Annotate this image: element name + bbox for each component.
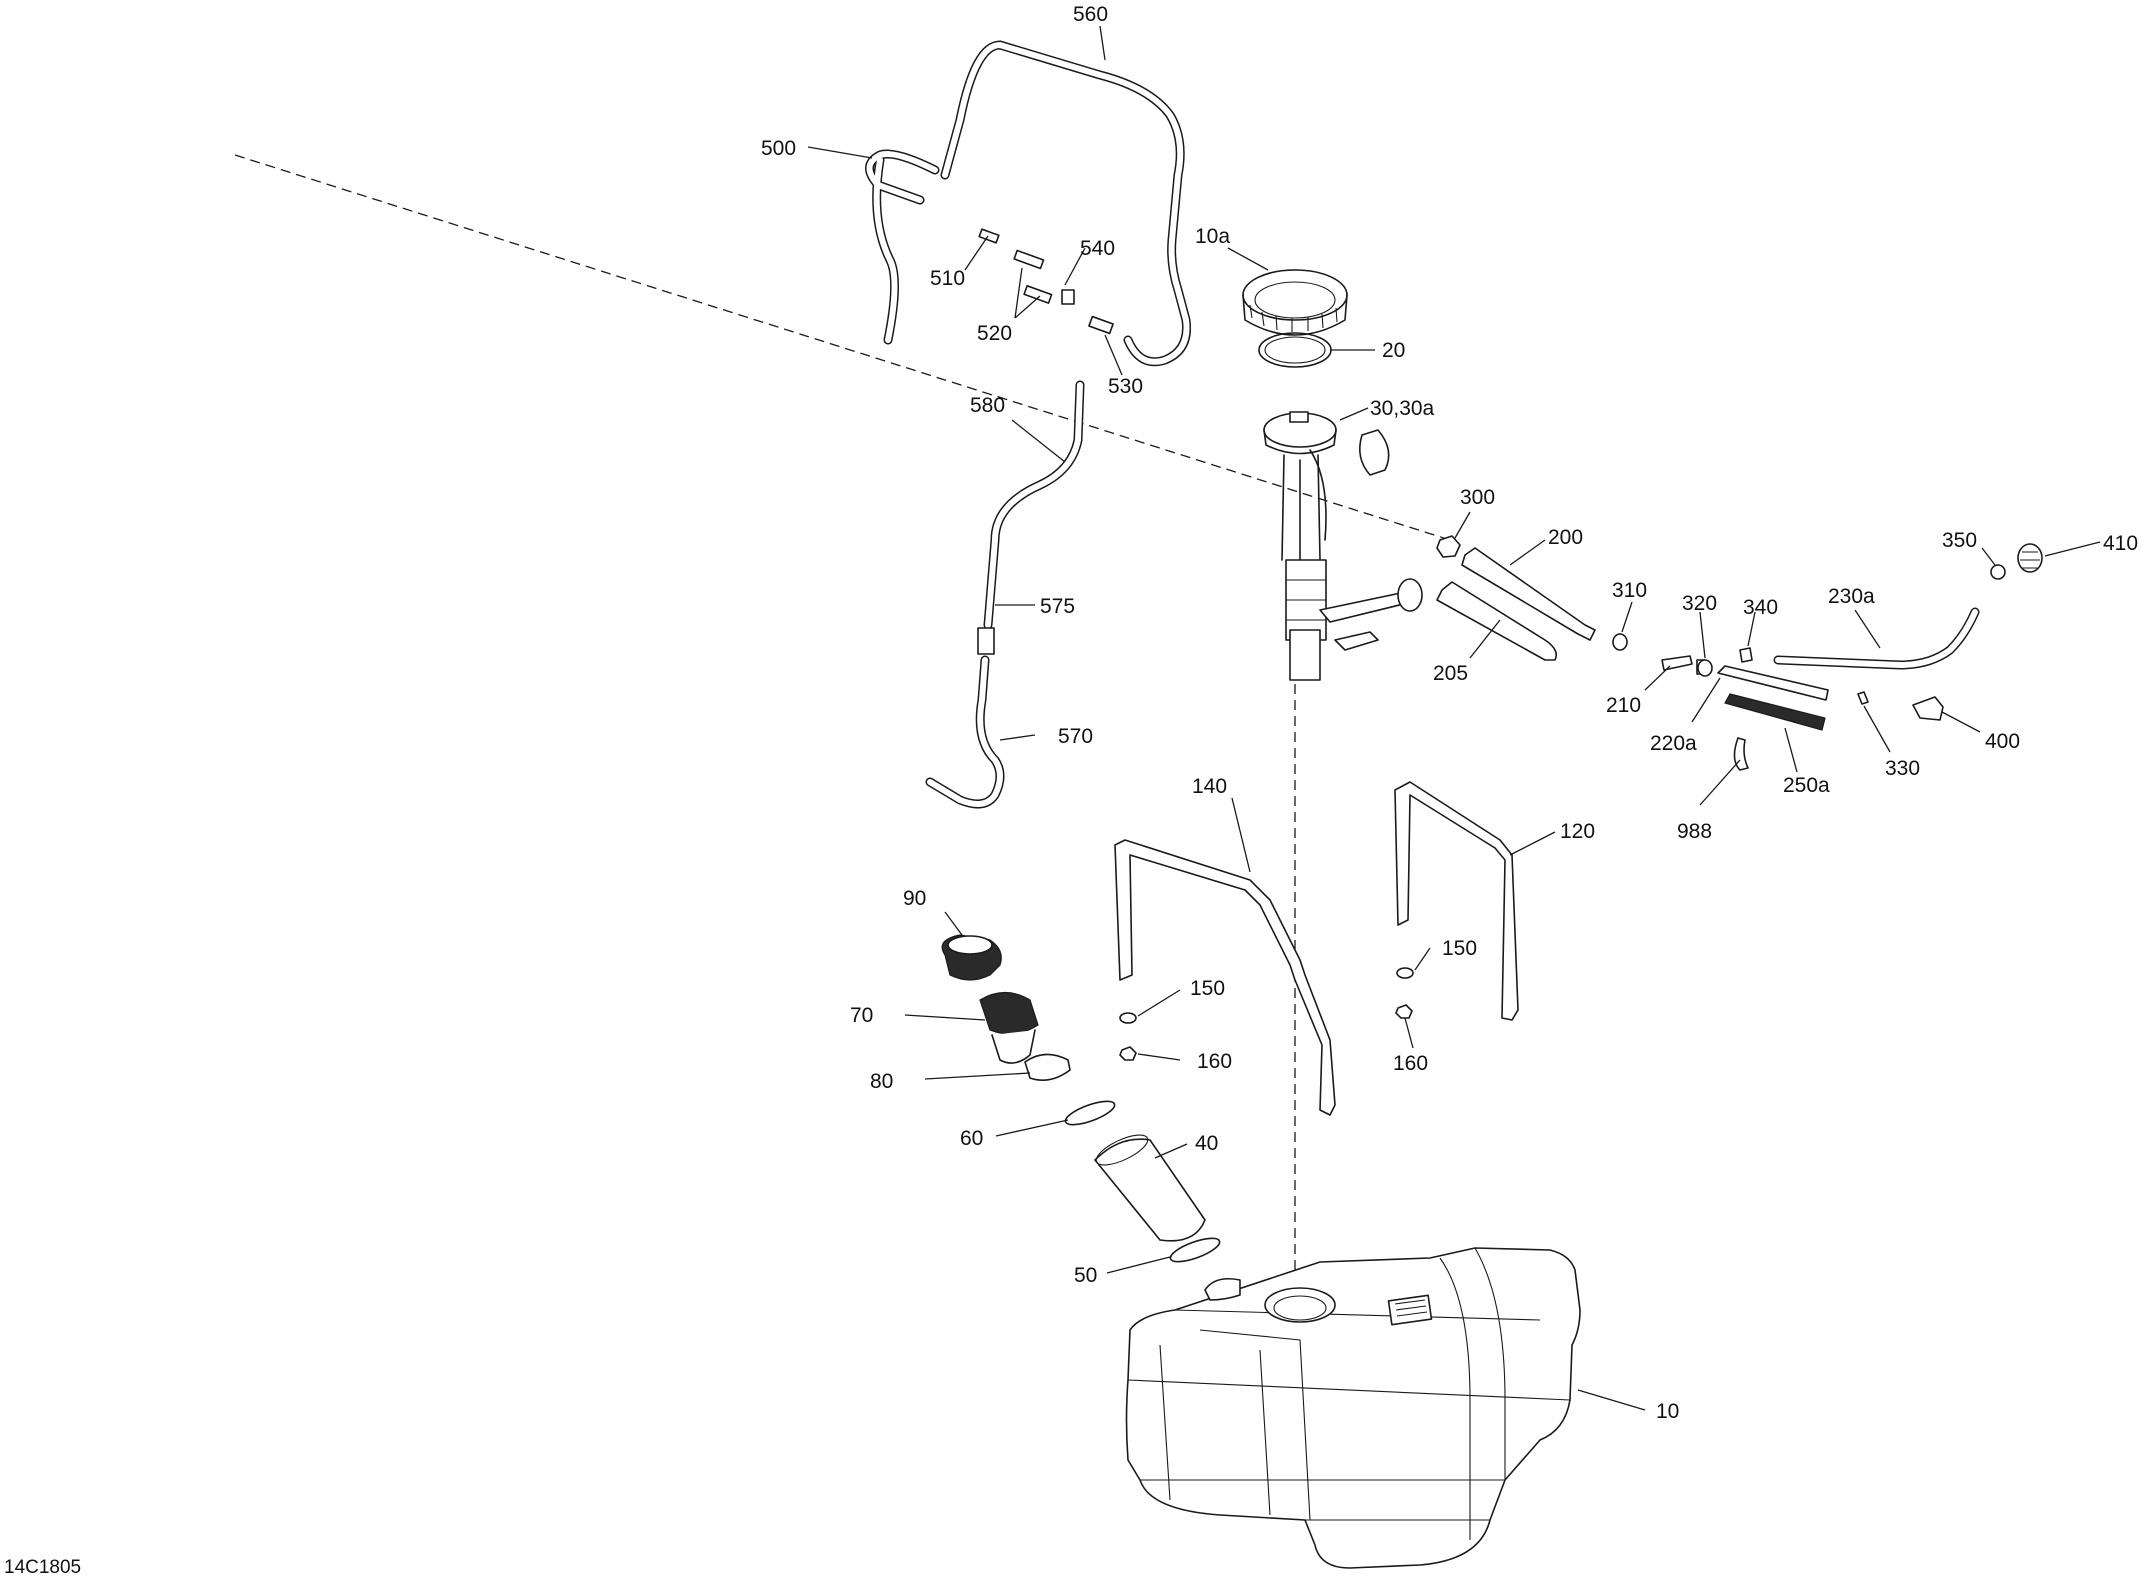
callout-320: 320	[1682, 592, 1717, 615]
hose-230a	[1773, 607, 1980, 670]
callout-410: 410	[2103, 532, 2138, 555]
callout-120: 120	[1560, 820, 1595, 843]
callout-210: 210	[1606, 694, 1641, 717]
callout-200: 200	[1548, 526, 1583, 549]
callout-205: 205	[1433, 662, 1468, 685]
callout-510: 510	[930, 267, 965, 290]
fittings-310-340	[1612, 633, 1869, 705]
locking-ring-10a	[1242, 269, 1348, 336]
callout-90: 90	[903, 887, 926, 910]
callout-350: 350	[1942, 529, 1977, 552]
clamp-50	[1169, 1237, 1221, 1263]
fuel-tank-10	[1125, 1247, 1581, 1569]
callout-570: 570	[1058, 725, 1093, 748]
fuel-line-205	[1436, 581, 1558, 661]
fuel-line-200	[1461, 547, 1596, 641]
fitting-350-410-400	[1912, 543, 2043, 721]
leader-lines	[807, 25, 2101, 1411]
callout-labels: 560 500 540 510 520 530 10a 20 30,30a 58…	[761, 3, 2138, 1423]
callout-530: 530	[1108, 375, 1143, 398]
filler-neck-70	[979, 991, 1039, 1064]
callout-988: 988	[1677, 820, 1712, 843]
tank-strap-120	[1394, 781, 1519, 1021]
callout-20: 20	[1382, 339, 1405, 362]
hose-250a	[1724, 693, 1826, 731]
vent-fittings	[978, 228, 1114, 335]
callout-80: 80	[870, 1070, 893, 1093]
callout-330: 330	[1885, 757, 1920, 780]
filler-cap-90	[941, 934, 1002, 981]
vent-hose-500	[865, 149, 940, 345]
callout-220a: 220a	[1650, 732, 1697, 755]
filler-nut-80	[1024, 1053, 1071, 1081]
callout-575: 575	[1040, 595, 1075, 618]
callout-230a: 230a	[1828, 585, 1875, 608]
vent-hose-560	[940, 40, 1192, 367]
callout-400: 400	[1985, 730, 2020, 753]
callout-300: 300	[1460, 486, 1495, 509]
callout-60: 60	[960, 1127, 983, 1150]
callout-150-left: 150	[1190, 977, 1225, 1000]
figure-reference: 14C1805	[4, 1557, 81, 1578]
tank-strap-140	[1114, 839, 1336, 1116]
callout-310: 310	[1612, 579, 1647, 602]
fuel-pump-module-30	[1263, 411, 1423, 681]
callout-150-right: 150	[1442, 937, 1477, 960]
callout-560: 560	[1073, 3, 1108, 26]
callout-140: 140	[1192, 775, 1227, 798]
callout-50: 50	[1074, 1264, 1097, 1287]
alignment-lines	[234, 154, 1451, 1290]
callout-160-left: 160	[1197, 1050, 1232, 1073]
nut-300	[1436, 535, 1461, 558]
callout-520: 520	[977, 322, 1012, 345]
hose-220a	[1717, 665, 1829, 701]
callout-10: 10	[1656, 1400, 1679, 1423]
callout-250a: 250a	[1783, 774, 1830, 797]
callout-500: 500	[761, 137, 796, 160]
filler-hose-40	[1094, 1134, 1206, 1242]
callout-30-30a: 30,30a	[1370, 397, 1435, 420]
hose-580-575-570	[925, 380, 1085, 809]
callout-70: 70	[850, 1004, 873, 1027]
callout-10a: 10a	[1195, 225, 1230, 248]
clamp-988	[1733, 737, 1749, 771]
gasket-20	[1258, 332, 1332, 368]
callout-540: 540	[1080, 237, 1115, 260]
washers-nuts-150-160	[1119, 967, 1414, 1061]
callout-340: 340	[1743, 596, 1778, 619]
callout-160-right: 160	[1393, 1052, 1428, 1075]
callout-40: 40	[1195, 1132, 1218, 1155]
callout-580: 580	[970, 394, 1005, 417]
clamp-60	[1064, 1100, 1116, 1126]
